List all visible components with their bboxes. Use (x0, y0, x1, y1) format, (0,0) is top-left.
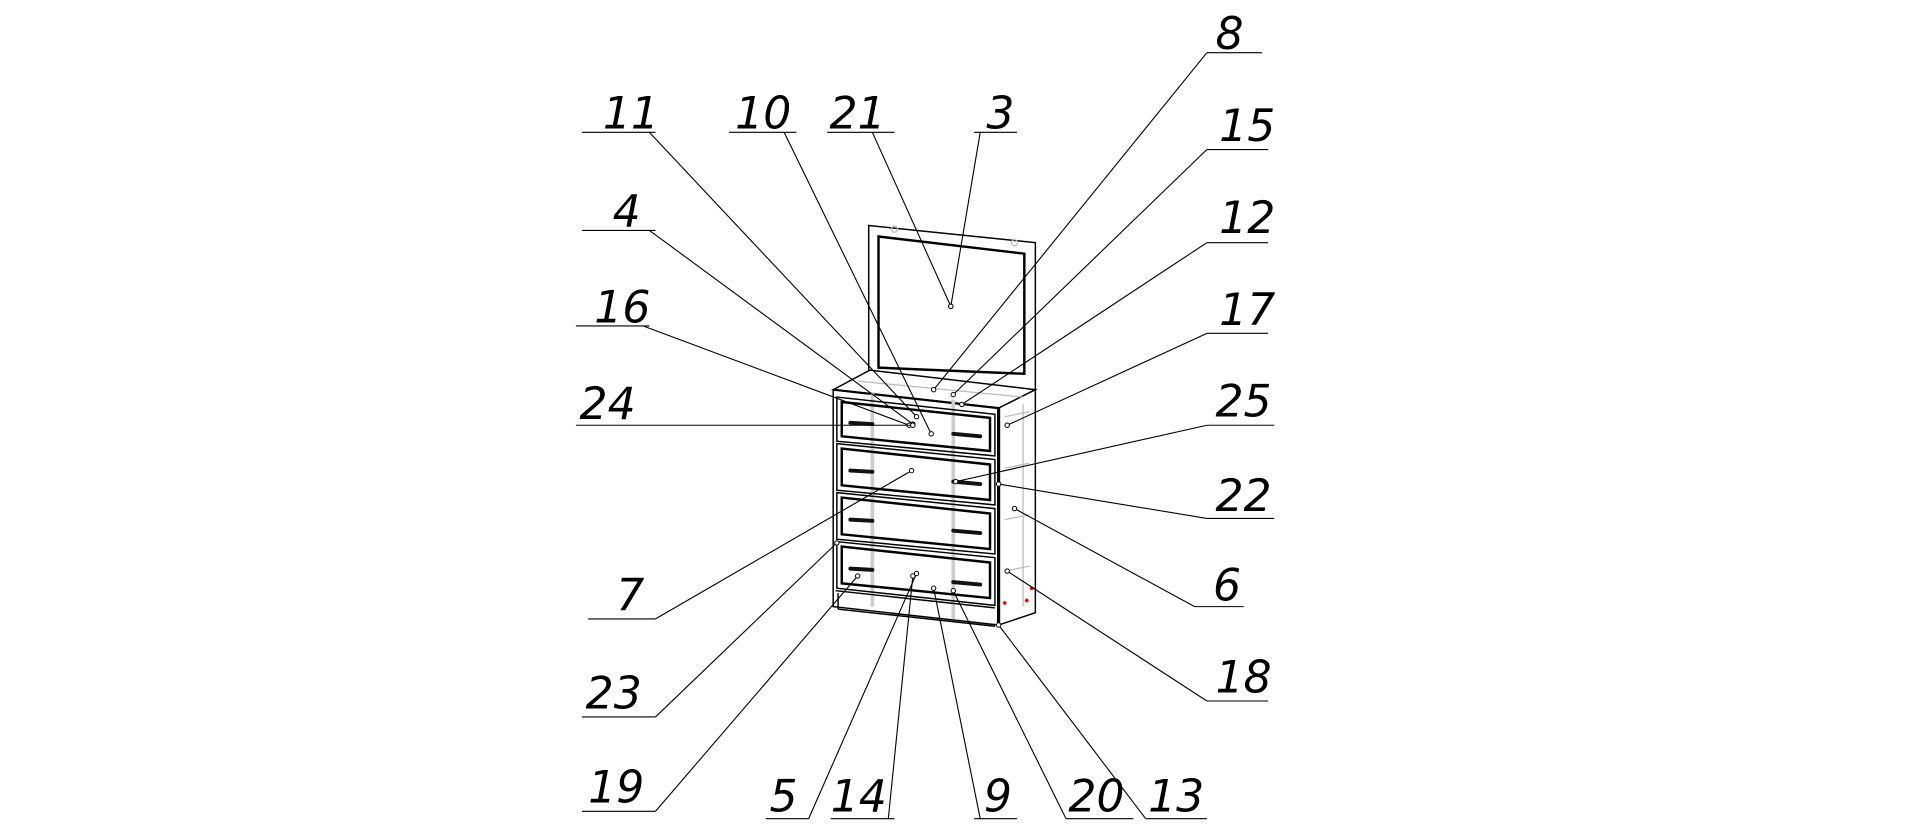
callout-target-dot (950, 391, 956, 398)
callout-leader-line (952, 590, 1067, 819)
callout-number: 11 (603, 89, 659, 140)
callout-leader-line (1006, 570, 1208, 702)
callout-target-dot (910, 422, 916, 428)
callout-leader-line (998, 483, 1207, 519)
callout-9: 9 (930, 585, 1017, 822)
callout-number: 14 (831, 771, 887, 822)
callout-target-dot (930, 387, 937, 393)
callout-number: 13 (1148, 771, 1204, 822)
callout-target-dot (948, 303, 954, 310)
callout-number: 18 (1215, 652, 1271, 703)
callout-20: 20 (950, 588, 1134, 822)
callout-leader-line (871, 132, 952, 307)
callout-leader-line (648, 131, 917, 418)
drawer-2 (836, 442, 996, 506)
callouts: 8 11 10 21 3 15 4 12 16 17 24 25 22 7 6 23 18 19 5 14 9 20 13 (575, 9, 1275, 822)
callout-leader-line (933, 52, 1208, 391)
callout-leader-line (952, 149, 1208, 396)
callout-target-dot (908, 467, 915, 474)
callout-5: 5 (765, 570, 920, 822)
callout-target-dot (834, 540, 840, 546)
callout-15: 15 (950, 101, 1275, 398)
callout-number: 15 (1219, 101, 1275, 152)
callout-number: 10 (735, 89, 791, 140)
drawer-3 (836, 491, 996, 555)
callout-25: 25 (953, 377, 1275, 485)
callout-number: 16 (594, 282, 650, 333)
callout-number: 7 (616, 570, 644, 621)
callout-target-dot (913, 570, 920, 577)
callout-target-dot (928, 431, 934, 437)
callout-leader-line (961, 242, 1208, 405)
callout-leader-line (887, 575, 914, 819)
callout-leader-line (649, 229, 914, 425)
callout-7: 7 (588, 467, 915, 621)
callout-number: 5 (769, 771, 797, 822)
callout-target-dot (910, 573, 916, 579)
callout-number: 3 (986, 89, 1014, 140)
callout-leader-line (933, 588, 981, 819)
red-marker (1002, 601, 1007, 605)
callout-target-dot (913, 413, 920, 420)
callout-target-dot (930, 585, 937, 591)
callout-target-dot (1011, 505, 1018, 512)
callout-13: 13 (995, 622, 1207, 822)
callout-leader-line (950, 132, 981, 307)
drawer-4 (836, 540, 996, 607)
callout-target-dot (995, 481, 1002, 487)
callout-number: 21 (830, 89, 886, 140)
callout-22: 22 (995, 471, 1275, 522)
callout-14: 14 (830, 573, 916, 822)
callout-target-dot (854, 573, 861, 579)
callout-number: 23 (586, 668, 642, 719)
callout-18: 18 (1004, 568, 1272, 703)
callout-leader-line (783, 132, 932, 435)
callout-19: 19 (582, 573, 861, 814)
callout-target-dot (995, 622, 1002, 628)
callout-number: 25 (1215, 377, 1271, 428)
callout-10: 10 (729, 89, 934, 437)
callout-number: 12 (1219, 193, 1275, 244)
callout-12: 12 (959, 193, 1275, 408)
callout-24: 24 (575, 379, 916, 430)
callout-target-dot (1004, 568, 1010, 574)
callout-leader-line (655, 470, 912, 620)
callout-number: 6 (1213, 561, 1241, 612)
callout-number: 22 (1215, 471, 1271, 522)
callout-3: 3 (948, 89, 1017, 310)
callout-number: 20 (1068, 771, 1124, 822)
callout-leader-line (998, 624, 1147, 819)
callout-number: 24 (580, 379, 636, 430)
callout-8: 8 (930, 9, 1263, 393)
callout-number: 9 (984, 771, 1012, 822)
callout-6: 6 (1011, 505, 1244, 612)
callout-leader-line (655, 542, 838, 718)
callout-number: 8 (1215, 9, 1243, 60)
callout-leader-line (643, 325, 910, 426)
callout-16: 16 (575, 282, 912, 428)
callout-leader-line (1014, 508, 1195, 608)
callout-leader-line (808, 573, 918, 819)
callout-number: 17 (1219, 285, 1275, 336)
callout-23: 23 (582, 540, 840, 719)
callout-leader-line (1006, 332, 1208, 426)
callout-target-dot (950, 588, 956, 594)
callout-target-dot (953, 478, 959, 485)
callout-11: 11 (582, 89, 920, 420)
callout-leader-line (655, 575, 859, 812)
callout-leader-line (955, 424, 1208, 483)
callout-17: 17 (1004, 285, 1275, 428)
callout-4: 4 (582, 187, 916, 427)
callout-target-dot (1004, 422, 1010, 428)
callout-target-dot (959, 401, 965, 408)
callout-number: 19 (588, 763, 644, 814)
callout-number: 4 (613, 187, 641, 238)
red-marker (1024, 598, 1029, 603)
